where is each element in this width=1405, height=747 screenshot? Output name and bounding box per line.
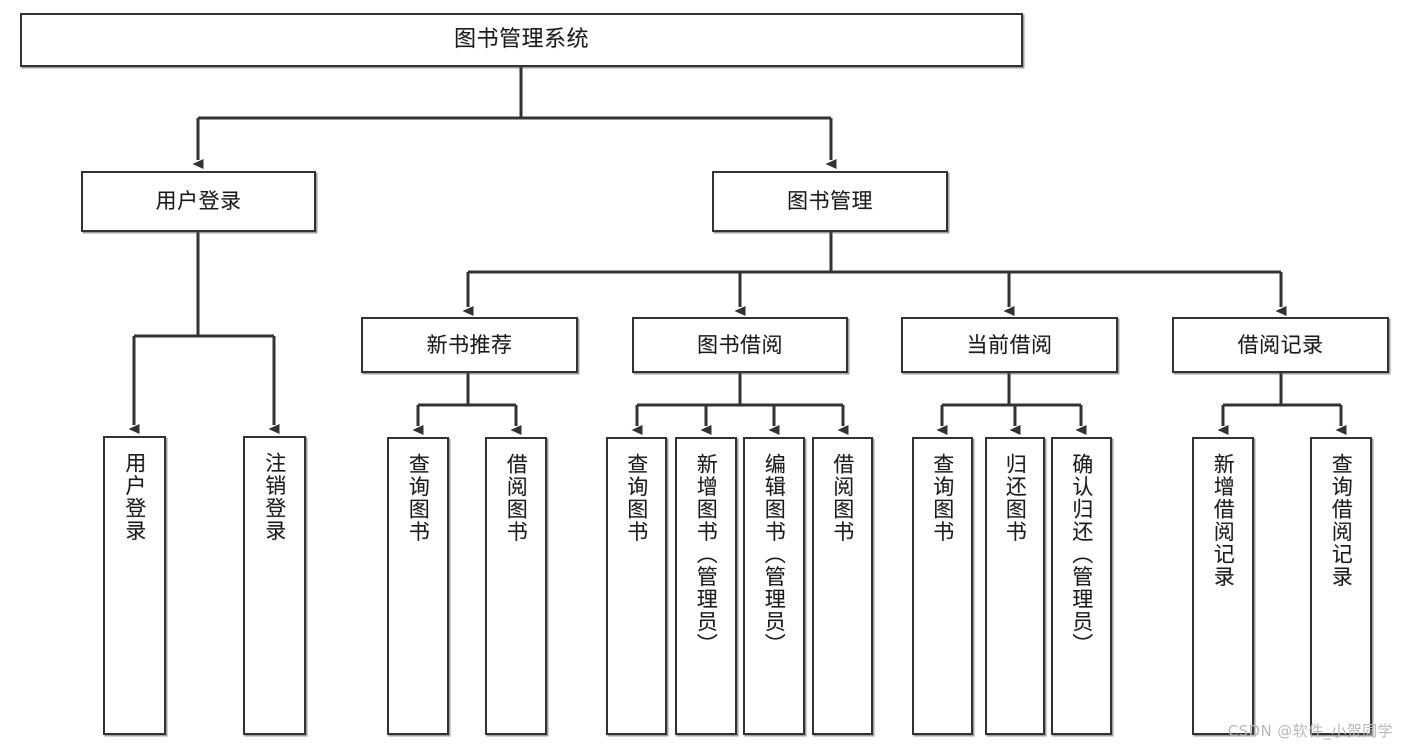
leaf-add-book-admin-label: 新增图书（管理员） — [694, 453, 719, 656]
leaf-logout-label: 注销登录 — [262, 452, 287, 542]
leaf-borrow-query-book-label: 查询图书 — [624, 453, 649, 543]
node-root[interactable]: 图书管理系统 — [20, 13, 1023, 67]
leaf-edit-book-admin[interactable]: 编辑图书（管理员） — [743, 437, 805, 735]
leaf-current-query-book[interactable]: 查询图书 — [912, 437, 973, 735]
leaf-edit-book-admin-label: 编辑图书（管理员） — [762, 453, 787, 656]
leaf-lend-book[interactable]: 借阅图书 — [812, 437, 873, 735]
leaf-confirm-return-admin[interactable]: 确认归还（管理员） — [1051, 437, 1112, 735]
leaf-borrow-query-book[interactable]: 查询图书 — [606, 437, 667, 735]
leaf-add-borrow-record-label: 新增借阅记录 — [1211, 453, 1236, 588]
leaf-user-login[interactable]: 用户登录 — [103, 436, 166, 735]
leaf-new-book-borrow[interactable]: 借阅图书 — [485, 437, 547, 735]
node-user-login-label: 用户登录 — [155, 189, 242, 214]
leaf-query-borrow-record-label: 查询借阅记录 — [1329, 453, 1354, 588]
node-book-borrow-label: 图书借阅 — [697, 332, 783, 357]
leaf-new-book-borrow-label: 借阅图书 — [504, 453, 529, 543]
node-book-borrow[interactable]: 图书借阅 — [632, 317, 848, 373]
leaf-add-book-admin[interactable]: 新增图书（管理员） — [675, 437, 737, 735]
node-borrow-record[interactable]: 借阅记录 — [1172, 317, 1389, 373]
leaf-return-book-label: 归还图书 — [1003, 453, 1028, 543]
node-new-book-recommend[interactable]: 新书推荐 — [361, 317, 578, 373]
node-borrow-record-label: 借阅记录 — [1237, 332, 1324, 357]
node-current-borrow-label: 当前借阅 — [966, 332, 1053, 357]
leaf-new-book-query[interactable]: 查询图书 — [387, 437, 449, 735]
node-user-login[interactable]: 用户登录 — [81, 171, 316, 232]
leaf-new-book-query-label: 查询图书 — [406, 453, 431, 543]
leaf-add-borrow-record[interactable]: 新增借阅记录 — [1192, 437, 1254, 735]
node-current-borrow[interactable]: 当前借阅 — [901, 317, 1118, 373]
node-root-label: 图书管理系统 — [453, 27, 589, 53]
node-new-book-recommend-label: 新书推荐 — [426, 332, 513, 357]
leaf-lend-book-label: 借阅图书 — [830, 453, 855, 543]
leaf-user-login-label: 用户登录 — [122, 452, 147, 542]
watermark: CSDN @软件_小贺同学 — [1227, 722, 1393, 740]
leaf-current-query-book-label: 查询图书 — [930, 453, 955, 543]
leaf-query-borrow-record[interactable]: 查询借阅记录 — [1310, 437, 1372, 735]
node-book-management-label: 图书管理 — [787, 189, 873, 214]
node-book-management[interactable]: 图书管理 — [712, 171, 948, 232]
leaf-logout[interactable]: 注销登录 — [243, 436, 306, 735]
leaf-confirm-return-admin-label: 确认归还（管理员） — [1069, 453, 1094, 656]
leaf-return-book[interactable]: 归还图书 — [985, 437, 1045, 735]
